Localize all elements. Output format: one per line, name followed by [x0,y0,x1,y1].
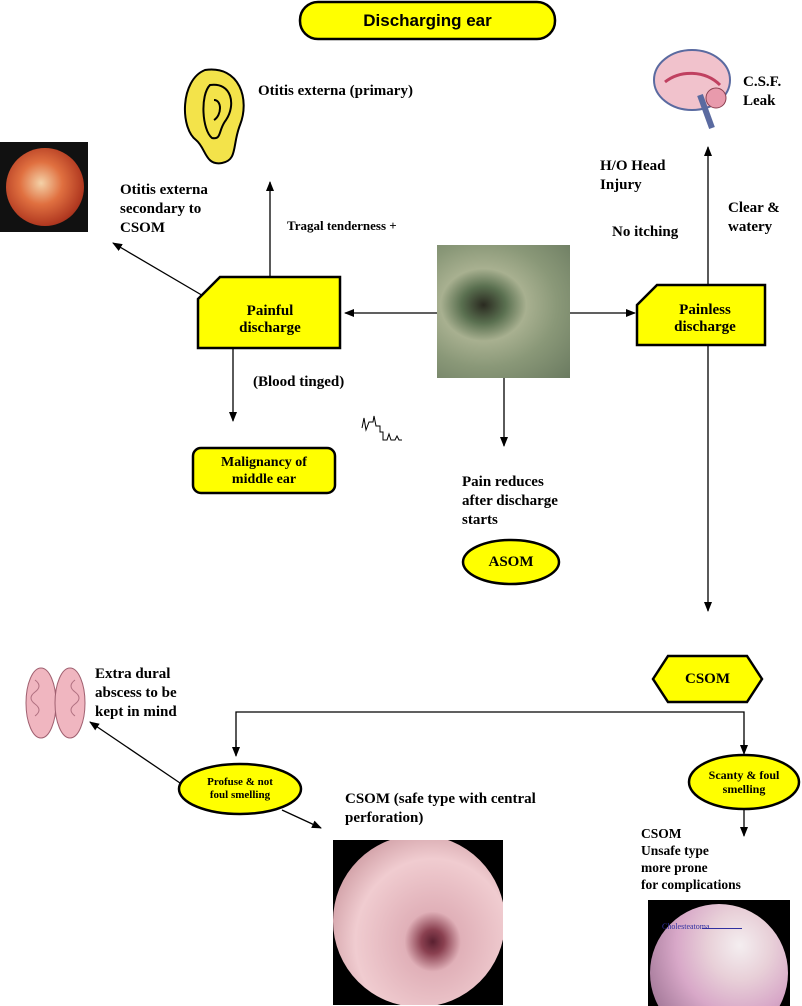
csom-split-line [235,711,745,754]
line: Otitis externa [120,182,208,198]
title: Discharging ear [363,10,492,30]
line: Profuse & not [207,776,273,788]
brain-sagittal-icon [653,49,731,130]
line: CSOM [641,826,682,841]
head-injury-label: H/O Head Injury [600,157,665,195]
painful-discharge-node: Painful discharge [200,292,340,348]
scanty-ellipse [687,753,801,811]
line: discharge [239,320,301,336]
csom-safe-label: CSOM (safe type with central perforation… [345,790,536,828]
line: Painless [679,302,731,318]
malignancy-node: Malignancy of middle ear [193,448,335,493]
csom-unsafe-photo: Cholesteatoma [648,900,790,1006]
otitis-externa-photo [0,142,88,232]
ear-icon [184,68,245,165]
tragal-tenderness-label: Tragal tenderness + [287,218,397,233]
arrow-to-otitis-secondary [112,242,206,298]
line: abscess to be [95,685,177,701]
cholesteatoma-label: Cholesteatoma [662,922,710,931]
line: for complications [641,877,741,892]
csom-safe-photo [333,840,503,1005]
line: kept in mind [95,704,177,720]
otitis-secondary-label: Otitis externa secondary to CSOM [120,181,208,238]
line: middle ear [231,471,297,487]
line: Scanty & foul [708,768,780,782]
csom-unsafe-label: CSOM Unsafe type more prone for complica… [641,825,741,893]
line: Leak [743,93,776,109]
arrow-to-extradural [89,721,181,784]
blood-tinged-label: (Blood tinged) [253,374,345,390]
asom-node: ASOM [488,553,534,570]
profuse-node: Profuse & not foul smelling [180,766,300,812]
line: after discharge [462,493,558,509]
extradural-abscess-label: Extra dural abscess to be kept in mind [95,665,177,722]
line: discharge [674,319,736,335]
line: foul smelling [209,789,271,801]
line: Pain reduces [462,474,544,490]
clear-watery-label: Clear & watery [728,199,780,237]
line: Extra dural [95,666,171,682]
csf-leak-label: C.S.F. Leak [743,73,781,111]
ear-discharge-photo [437,245,570,378]
painless-discharge-node: Painless discharge [645,293,765,345]
line: secondary to [120,201,202,217]
line: C.S.F. [743,74,782,90]
line: Unsafe type [641,843,709,858]
line: starts [462,512,498,528]
title-pill-shape [298,0,557,41]
line: Malignancy of [221,454,307,470]
malignancy-box-shape [191,446,337,495]
line: Clear & [728,200,780,216]
profuse-ellipse [177,762,303,816]
painless-box-shape [635,283,767,347]
csom-node: CSOM [685,670,730,687]
signature-scribble [361,415,402,441]
line: smelling [722,782,766,796]
pain-reduces-label: Pain reduces after discharge starts [462,473,558,530]
line: watery [728,219,773,235]
line: CSOM (safe type with central [345,791,536,807]
no-itching-label: No itching [612,224,679,240]
line: perforation) [345,810,424,826]
csom-hexagon [651,654,764,704]
line: Injury [600,177,642,193]
line: H/O Head [600,158,666,174]
line: CSOM [120,220,165,236]
otitis-primary-label: Otitis externa (primary) [258,83,413,99]
scanty-node: Scanty & foul smelling [690,757,798,807]
line: Painful [246,303,294,319]
arrow-to-csom-safe [281,809,322,829]
asom-ellipse [461,538,561,586]
painful-box-shape [196,275,342,350]
brain-top-icon [25,667,86,739]
line: more prone [641,860,708,875]
